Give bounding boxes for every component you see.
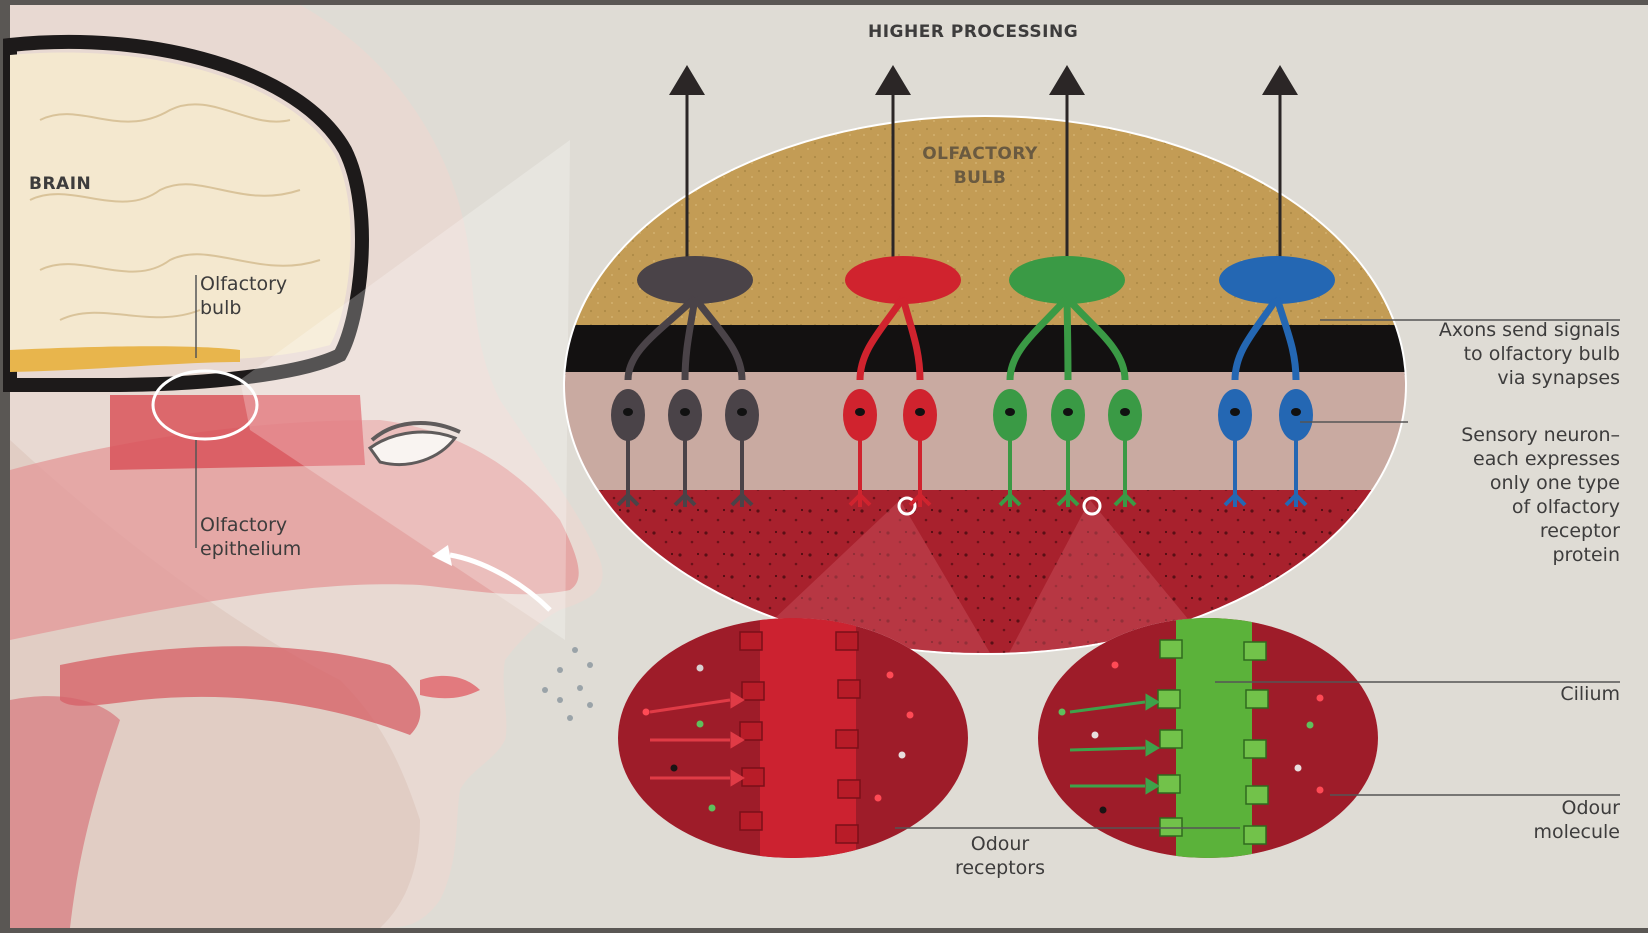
glomerulus-grey [637,256,753,304]
neuron-nucleus [1063,408,1073,416]
neuron-nucleus [623,408,633,416]
olfactory-epithelium-label: Olfactory epithelium [200,513,301,561]
neuron-nucleus [915,408,925,416]
neuron-nucleus [1120,408,1130,416]
olfactory-bulb-label: Olfactory bulb [200,272,287,320]
glomerulus-red [845,256,961,304]
glomerulus-green [1009,256,1125,304]
neuron-nucleus [1005,408,1015,416]
neuron-nucleus [1291,408,1301,416]
olfactory-bulb-inset-label: OLFACTORY BULB [905,142,1055,190]
odour-receptors-label: Odour receptors [930,832,1070,880]
brain-label: BRAIN [29,172,91,196]
axons-label: Axons send signals to olfactory bulb via… [1388,318,1620,390]
neuron-nucleus [680,408,690,416]
neuron-nucleus [1230,408,1240,416]
cilium-label: Cilium [1500,682,1620,706]
glomerulus-blue [1219,256,1335,304]
sensory-neuron-label: Sensory neuron– each expresses only one … [1400,423,1620,567]
neuron-nucleus [855,408,865,416]
odour-molecule-label: Odour molecule [1480,796,1620,844]
axon [1067,298,1068,380]
neuron-nucleus [737,408,747,416]
higher-processing-label: HIGHER PROCESSING [868,20,1078,44]
